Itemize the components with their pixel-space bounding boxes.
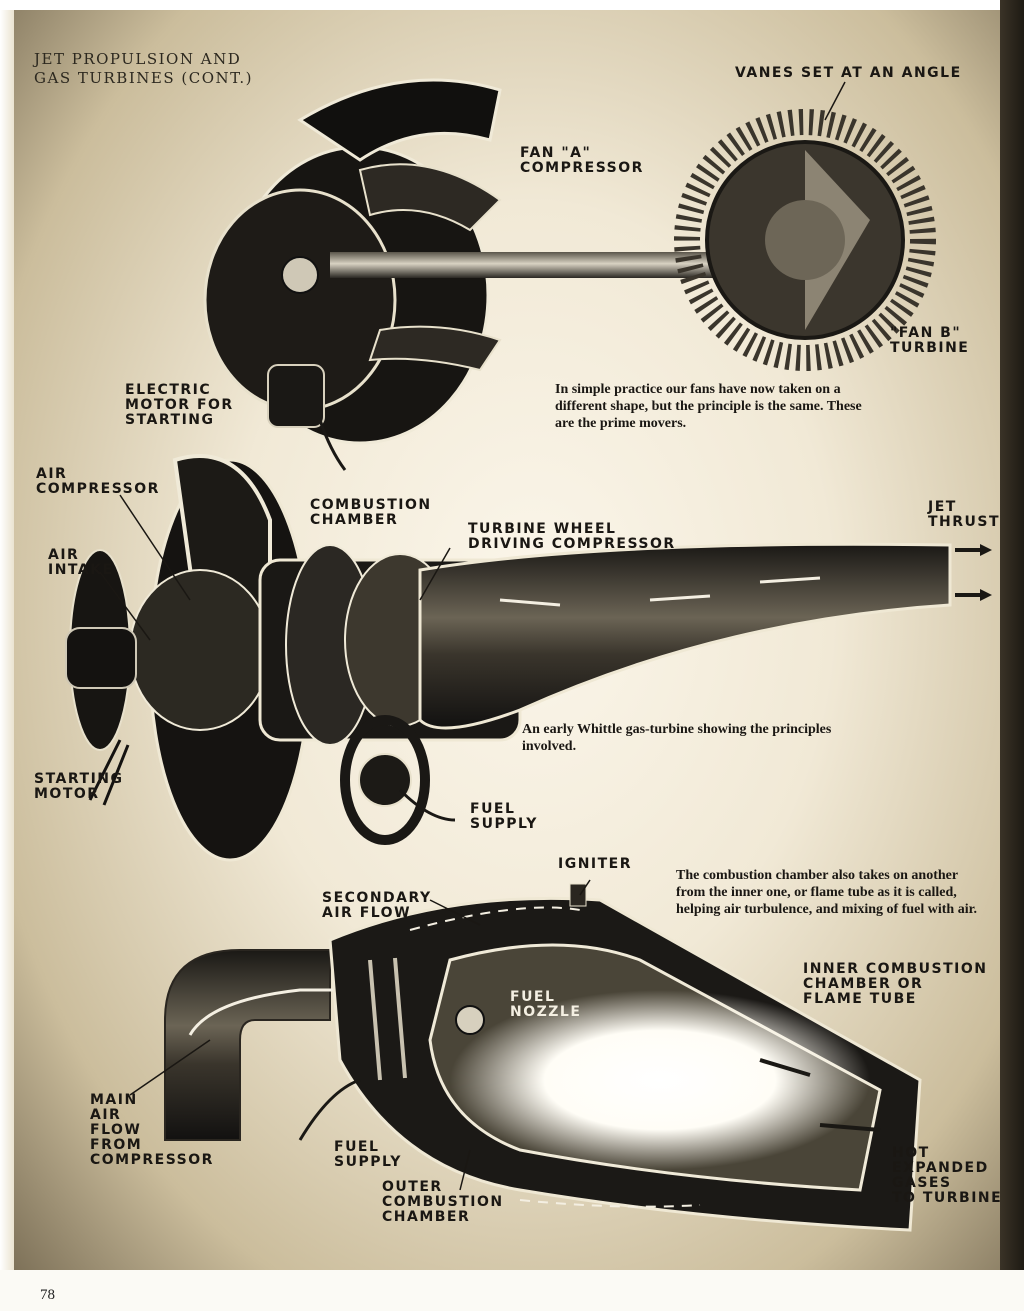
fan-b-turbine-label: "FAN B" TURBINE (890, 326, 969, 356)
fig3-caption: The combustion chamber also takes on ano… (676, 867, 986, 918)
vanes-label: VANES SET AT AN ANGLE (735, 66, 962, 81)
fig2-caption: An early Whittle gas-turbine showing the… (522, 721, 882, 755)
outer-combustion-chamber-label: OUTER COMBUSTION CHAMBER (382, 1180, 504, 1225)
section-header: JET PROPULSION AND GAS TURBINES (CONT.) (34, 50, 253, 88)
hot-expanded-gases-label: HOT EXPANDED GASES TO TURBINE (892, 1146, 1002, 1206)
air-intake-label: AIR INTAKE (48, 548, 114, 578)
main-air-flow-label: MAIN AIR FLOW FROM COMPRESSOR (90, 1093, 214, 1168)
starting-motor-label: STARTING MOTOR (34, 772, 124, 802)
fig2-whittle-engine-drawing (66, 456, 992, 860)
electric-motor-label: ELECTRIC MOTOR FOR STARTING (125, 383, 234, 428)
fig2-fuel-supply-label: FUEL SUPPLY (470, 802, 538, 832)
combustion-chamber-label: COMBUSTION CHAMBER (310, 498, 432, 528)
fig1-caption: In simple practice our fans have now tak… (555, 381, 875, 432)
inner-combustion-chamber-label: INNER COMBUSTION CHAMBER OR FLAME TUBE (803, 962, 987, 1007)
fig3-fuel-supply-label: FUEL SUPPLY (334, 1140, 402, 1170)
turbine-wheel-label: TURBINE WHEEL DRIVING COMPRESSOR (468, 522, 676, 552)
fan-a-compressor-label: FAN "A" COMPRESSOR (520, 146, 644, 176)
fig3-combustion-chamber-drawing (165, 884, 920, 1230)
fig1-fan-b-turbine-drawing (687, 122, 923, 358)
page-number: 78 (40, 1287, 55, 1304)
igniter-label: IGNITER (558, 857, 632, 872)
air-compressor-label: AIR COMPRESSOR (36, 467, 160, 497)
secondary-air-flow-label: SECONDARY AIR FLOW (322, 891, 432, 921)
jet-thrust-label: JET THRUST (928, 500, 1000, 530)
fuel-nozzle-label: FUEL NOZZLE (510, 990, 581, 1020)
